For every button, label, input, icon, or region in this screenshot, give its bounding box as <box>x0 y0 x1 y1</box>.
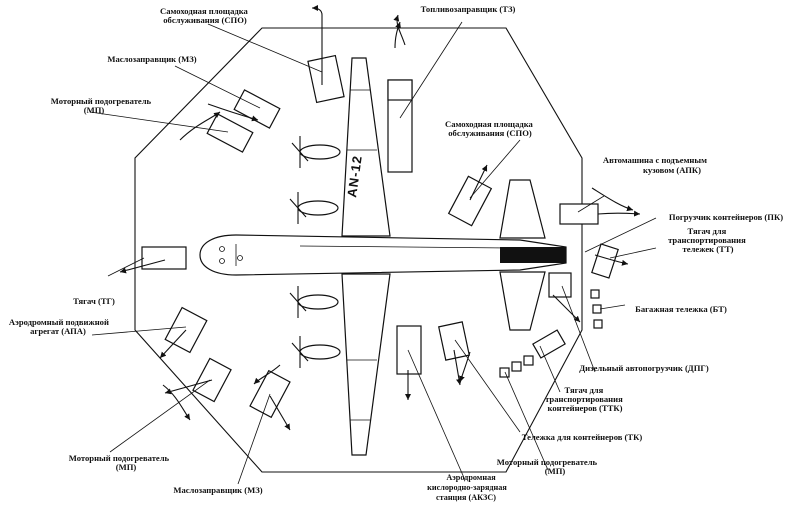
labels: Самоходная площадка обслуживания (СПО) Т… <box>9 4 783 502</box>
vehicle-mp-bottom-right <box>438 321 470 361</box>
label-dpg: Дизельный автопогрузчик (ДПГ) <box>579 363 709 373</box>
vehicle-tt <box>591 243 619 279</box>
vehicle-mz-top <box>233 89 281 129</box>
label-pk: Погрузчик контейнеров (ПК) <box>669 212 783 222</box>
engine-lower-inner <box>289 286 339 318</box>
label-akzs: Аэродромная кислородно-зарядная станция … <box>427 473 509 502</box>
vehicle-dpg <box>548 272 572 298</box>
label-bt: Багажная тележка (БТ) <box>635 304 727 314</box>
vehicle-ttk <box>532 329 566 359</box>
vehicle-bt <box>590 289 603 329</box>
vehicle-mp-top-left <box>206 113 254 153</box>
lower-stabilizer <box>499 271 546 331</box>
engine-lower-outer <box>291 336 341 368</box>
vehicle-spo-right <box>447 175 493 227</box>
vehicle-akzs <box>396 325 422 375</box>
leader-lines <box>89 21 657 485</box>
vehicle-tg <box>141 246 187 270</box>
label-apa: Аэродромный подвижной агрегат (АПА) <box>9 317 111 336</box>
lower-wing <box>341 273 391 456</box>
upper-stabilizer <box>499 179 546 239</box>
label-mp-bottom-left: Моторный подогреватель (МП) <box>69 453 172 472</box>
aircraft-registration: AN-12 <box>344 154 365 198</box>
label-tz: Топливозаправщик (ТЗ) <box>421 4 516 14</box>
cargo-ramp <box>500 247 566 263</box>
label-ttk: Тягач для транспортирования контейнеров … <box>545 385 625 413</box>
label-apk: Автомашина с подъемным кузовом (АПК) <box>603 155 709 175</box>
servicing-area-boundary <box>134 27 583 473</box>
label-mp-bottom-right: Моторный подогреватель (МП) <box>497 457 600 476</box>
label-tg: Тягач (ТГ) <box>73 296 115 306</box>
vehicle-spo-top <box>307 54 345 104</box>
aircraft: AN-12 <box>199 57 567 456</box>
upper-wing <box>341 57 391 237</box>
engine-upper-outer <box>291 136 341 168</box>
engine-upper-inner <box>289 192 339 224</box>
vehicle-apk <box>559 203 599 225</box>
label-tt: Тягач для транспортирования тележек (ТТ) <box>668 226 748 254</box>
label-mz-top: Маслозаправщик (МЗ) <box>107 54 196 64</box>
label-spo-top: Самоходная площадка обслуживания (СПО) <box>160 6 250 25</box>
vehicle-tk <box>499 355 534 378</box>
label-tk: Тележка для контейнеров (ТК) <box>522 432 643 442</box>
label-mp-top-left: Моторный подогреватель (МП) <box>51 96 154 115</box>
label-mz-bottom: Маслозаправщик (МЗ) <box>173 485 262 495</box>
label-spo-right: Самоходная площадка обслуживания (СПО) <box>445 119 535 138</box>
